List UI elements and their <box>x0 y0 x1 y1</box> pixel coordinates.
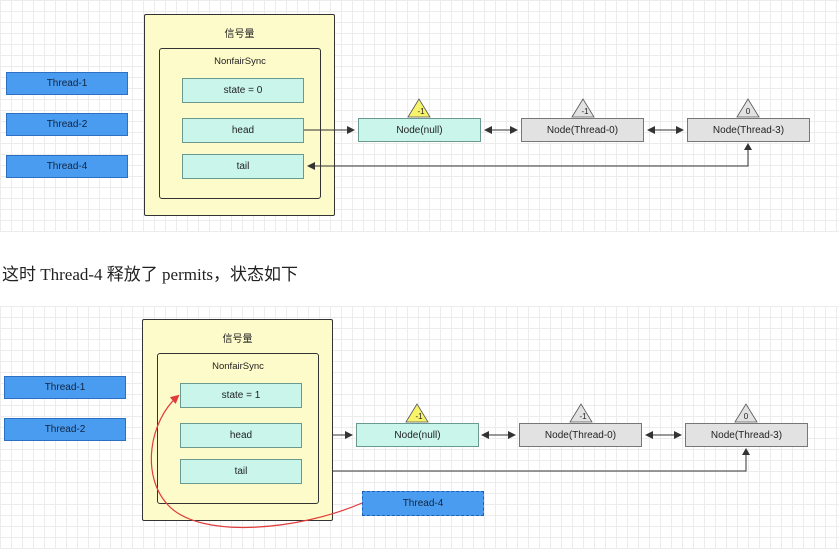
node-null-bottom: Node(null) <box>356 423 479 447</box>
node-thread-3: Node(Thread-3) <box>687 118 810 142</box>
state-field: state = 0 <box>182 78 304 103</box>
tail-pointer-arrow <box>307 145 749 170</box>
status-triangle-null: -1 <box>407 98 431 118</box>
status-triangle-null-bottom: -1 <box>405 403 429 423</box>
svg-text:-1: -1 <box>581 107 589 116</box>
thread-1-box-bottom: Thread-1 <box>4 376 126 399</box>
node-thread-0: Node(Thread-0) <box>521 118 644 142</box>
thread-1-box: Thread-1 <box>6 72 128 95</box>
tail-field: tail <box>182 154 304 179</box>
svg-text:-1: -1 <box>415 412 423 421</box>
head-field-bottom: head <box>180 423 302 448</box>
semaphore-title: 信号量 <box>224 29 255 40</box>
svg-text:-1: -1 <box>417 107 425 116</box>
thread-2-box: Thread-2 <box>6 113 128 136</box>
status-triangle-thread-0: -1 <box>571 98 595 118</box>
svg-text:-1: -1 <box>579 412 587 421</box>
node-thread-0-bottom: Node(Thread-0) <box>519 423 642 447</box>
semaphore-title-bottom: 信号量 <box>222 334 253 345</box>
tail-pointer-arrowhead-up <box>744 143 752 150</box>
tail-pointer-arrow-bottom <box>305 450 747 475</box>
status-triangle-thread-3: 0 <box>736 98 760 118</box>
thread-2-box-bottom: Thread-2 <box>4 418 126 441</box>
node-thread-3-bottom: Node(Thread-3) <box>685 423 808 447</box>
caption-text: 这时 Thread-4 释放了 permits，状态如下 <box>2 265 299 284</box>
nonfairsync-title: NonfairSync <box>214 56 266 67</box>
head-field: head <box>182 118 304 143</box>
thread-4-box: Thread-4 <box>6 155 128 178</box>
tail-pointer-arrowhead-up-bottom <box>742 448 750 455</box>
released-thread-4-box: Thread-4 <box>362 491 484 516</box>
tail-field-bottom: tail <box>180 459 302 484</box>
nonfairsync-title-bottom: NonfairSync <box>212 361 264 372</box>
state-field-bottom: state = 1 <box>180 383 302 408</box>
svg-text:0: 0 <box>746 107 751 116</box>
node-null: Node(null) <box>358 118 481 142</box>
status-triangle-thread-3-bottom: 0 <box>734 403 758 423</box>
svg-text:0: 0 <box>744 412 749 421</box>
status-triangle-thread-0-bottom: -1 <box>569 403 593 423</box>
